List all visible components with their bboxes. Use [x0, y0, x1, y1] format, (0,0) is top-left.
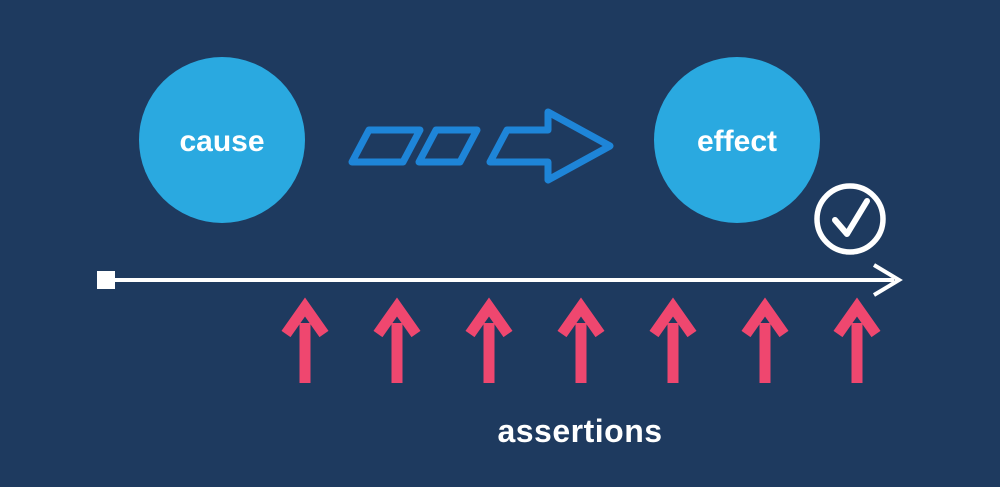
- cause-circle: [139, 57, 305, 223]
- flow-arrow-head: [486, 108, 614, 184]
- assertion-arrow: [378, 307, 416, 383]
- check-circle-outline: [814, 183, 886, 255]
- timeline-arrowhead-icon: [872, 263, 903, 297]
- assertion-arrow: [654, 307, 692, 383]
- timeline: [97, 263, 903, 297]
- assertion-arrow: [286, 307, 324, 383]
- assertion-arrow: [470, 307, 508, 383]
- effect-node: effect: [654, 57, 820, 223]
- cause-node: cause: [139, 57, 305, 223]
- assertion-arrows: [286, 307, 876, 383]
- flow-arrow-icon: [348, 108, 614, 184]
- assertions-label: assertions: [497, 413, 662, 449]
- assertion-arrow: [838, 307, 876, 383]
- effect-circle: [654, 57, 820, 223]
- assertion-arrow: [746, 307, 784, 383]
- cause-label: cause: [179, 125, 264, 158]
- flow-arrow-segment-1: [348, 126, 424, 166]
- assertion-arrow: [562, 307, 600, 383]
- effect-label: effect: [697, 125, 777, 158]
- check-badge: [814, 183, 886, 255]
- flow-arrow-segment-2: [415, 126, 481, 166]
- check-icon: [832, 198, 870, 237]
